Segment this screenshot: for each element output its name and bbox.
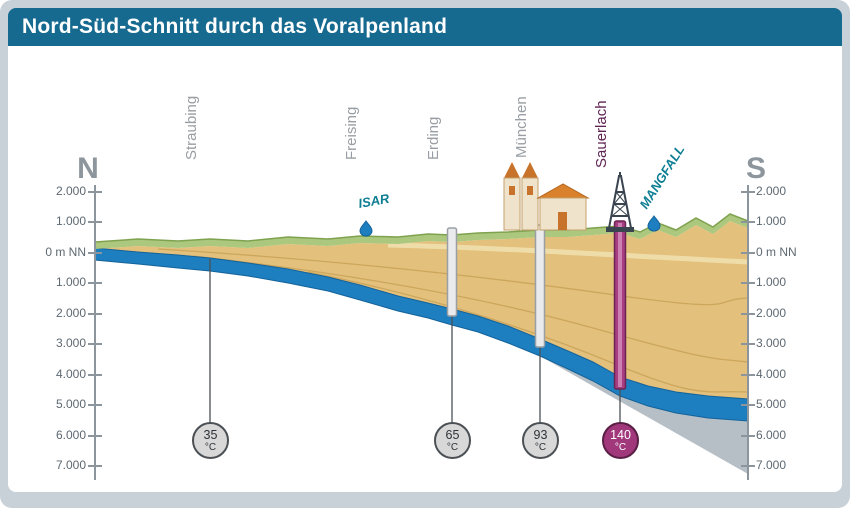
- depth-axis-right: [741, 185, 755, 480]
- borehole-sauerlach: [613, 220, 627, 390]
- temperature-value: 65: [445, 427, 460, 442]
- isar-water-drop-icon: [359, 220, 373, 237]
- depth-label: 1.000: [55, 214, 86, 228]
- depth-label: 2.000: [55, 184, 86, 198]
- temperature-unit: °C: [204, 441, 217, 453]
- depth-label: 0 m NN: [756, 245, 797, 259]
- depth-label: 1.000: [756, 214, 787, 228]
- drilling-rig-icon: [606, 172, 634, 232]
- borehole-muenchen: [534, 224, 546, 348]
- depth-label: 2.000: [756, 184, 787, 198]
- depth-label: 2.000: [756, 306, 787, 320]
- borehole-erding: [446, 227, 458, 317]
- depth-label: 7.000: [756, 458, 787, 472]
- city-label-erding: Erding: [425, 116, 442, 160]
- city-label-straubing: Straubing: [183, 95, 200, 160]
- surface-layer: [94, 213, 749, 249]
- depth-label: 2.000: [55, 306, 86, 320]
- city-label-sauerlach: Sauerlach: [593, 100, 610, 168]
- temperature-connectors: [209, 259, 621, 423]
- temperature-badge-erding: 65 °C: [434, 422, 471, 459]
- compass-south: S: [745, 152, 766, 185]
- depth-label: 0 m NN: [45, 245, 86, 259]
- depth-label: 5.000: [55, 397, 86, 411]
- depth-axis-left: [88, 185, 102, 480]
- cross-section-graphic: [88, 162, 755, 480]
- temperature-value: 140: [610, 427, 631, 442]
- depth-label: 5.000: [756, 397, 787, 411]
- depth-label: 3.000: [55, 336, 86, 350]
- depth-label: 1.000: [55, 275, 86, 289]
- basement-layer: [540, 356, 748, 474]
- temperature-value: 93: [533, 427, 548, 442]
- page-title: Nord-Süd-Schnitt durch das Voralpenland: [22, 15, 448, 38]
- temperature-unit: °C: [534, 441, 547, 453]
- city-label-freising: Freising: [343, 106, 360, 160]
- depth-label: 4.000: [55, 367, 86, 381]
- depth-label: 7.000: [55, 458, 86, 472]
- depth-label: 3.000: [756, 336, 787, 350]
- church-icon: [503, 162, 590, 231]
- depth-label: 6.000: [55, 428, 86, 442]
- depth-label: 4.000: [756, 367, 787, 381]
- temperature-badge-straubing: 35 °C: [192, 422, 229, 459]
- city-label-muenchen: München: [513, 96, 530, 158]
- diagram-area: N S 2.000 1.000 0 m NN 1.000 2.000 3.000…: [8, 46, 842, 492]
- title-bar: Nord-Süd-Schnitt durch das Voralpenland: [8, 8, 842, 46]
- temperature-unit: °C: [446, 441, 459, 453]
- mangfall-water-drop-icon: [647, 215, 661, 232]
- compass-north: N: [77, 152, 99, 185]
- temperature-value: 35: [203, 427, 218, 442]
- depth-label: 1.000: [756, 275, 787, 289]
- temperature-badge-muenchen: 93 °C: [522, 422, 559, 459]
- depth-label: 6.000: [756, 428, 787, 442]
- temperature-badge-sauerlach: 140 °C: [602, 422, 639, 459]
- temperature-unit: °C: [614, 441, 627, 453]
